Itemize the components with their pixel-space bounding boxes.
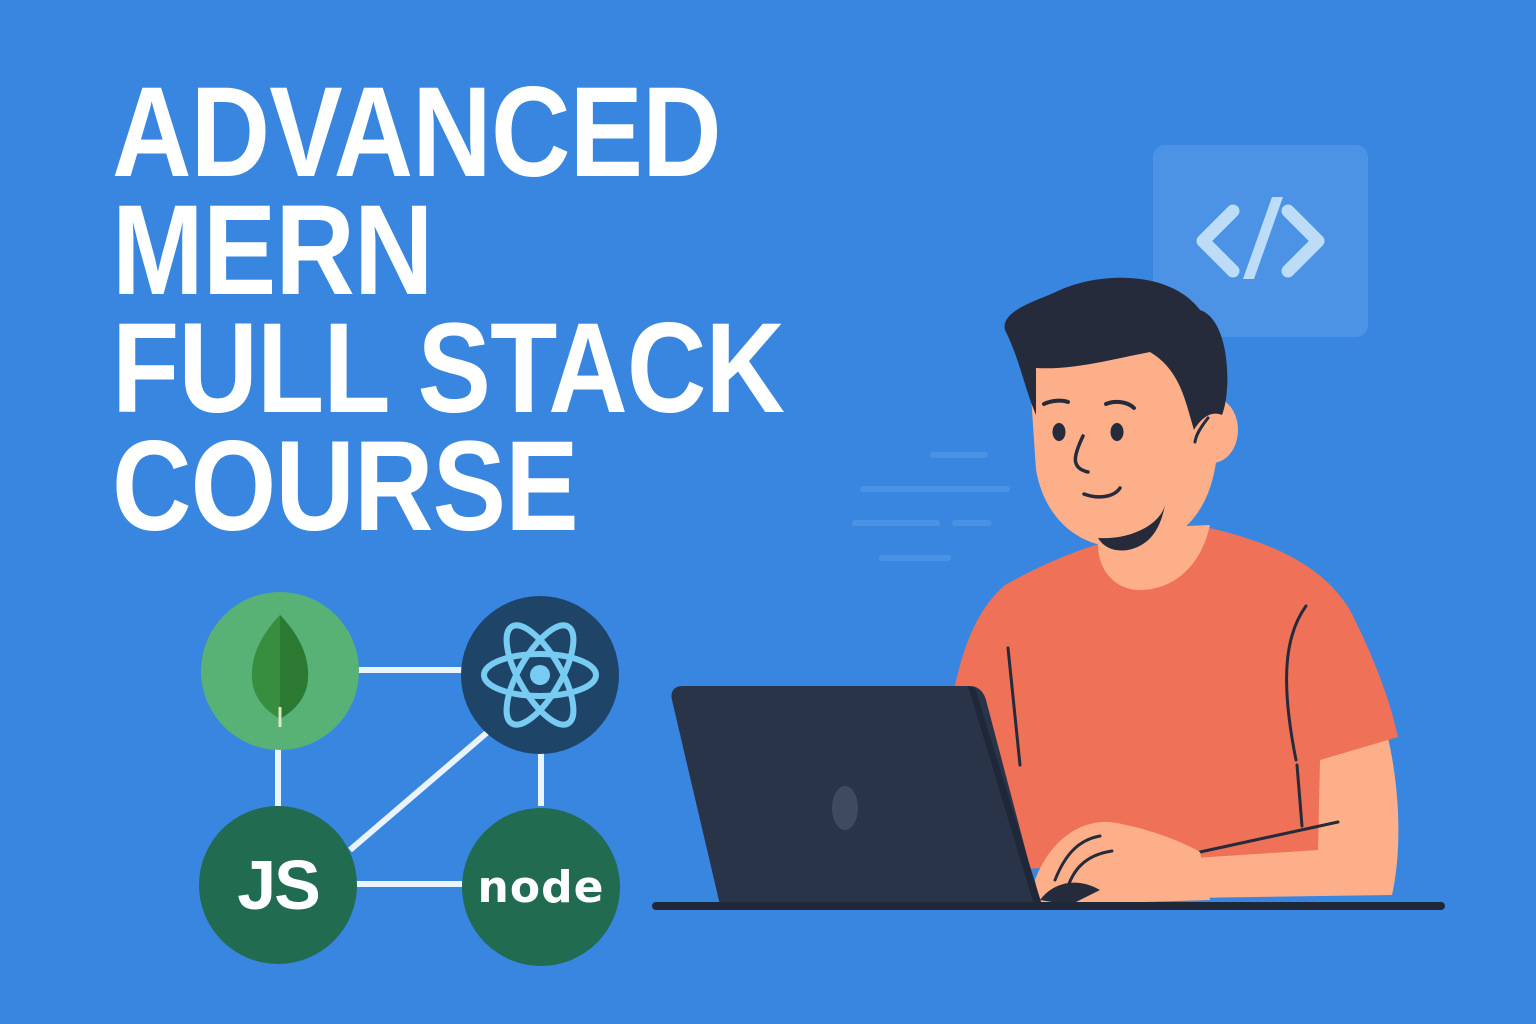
motion-line	[879, 555, 951, 561]
t-shirt	[948, 528, 1398, 870]
laptop-screen	[671, 686, 1040, 905]
mongodb-node	[201, 592, 359, 750]
motion-line	[952, 520, 992, 526]
leaf-icon	[251, 615, 309, 727]
title-line-4: COURSE	[112, 415, 579, 558]
js-label: JS	[237, 846, 321, 924]
code-brackets-icon	[1196, 197, 1325, 279]
title-line-3: FULL STACK	[112, 297, 785, 440]
laptop-logo	[832, 786, 858, 830]
title-line-1: ADVANCED	[112, 61, 722, 204]
react-node	[461, 596, 619, 754]
face	[1030, 314, 1219, 549]
motion-line	[860, 486, 1010, 492]
javascript-node: JS	[199, 806, 357, 964]
hair	[1004, 277, 1228, 430]
motion-line	[852, 520, 940, 526]
title-line-2: MERN	[112, 179, 434, 322]
atom-icon	[481, 622, 599, 728]
desk	[652, 902, 1445, 910]
motion-line	[930, 452, 988, 458]
nodejs-node: node	[462, 808, 620, 966]
node-label: node	[477, 861, 605, 913]
course-title: ADVANCED MERN FULL STACK COURSE	[112, 61, 785, 558]
